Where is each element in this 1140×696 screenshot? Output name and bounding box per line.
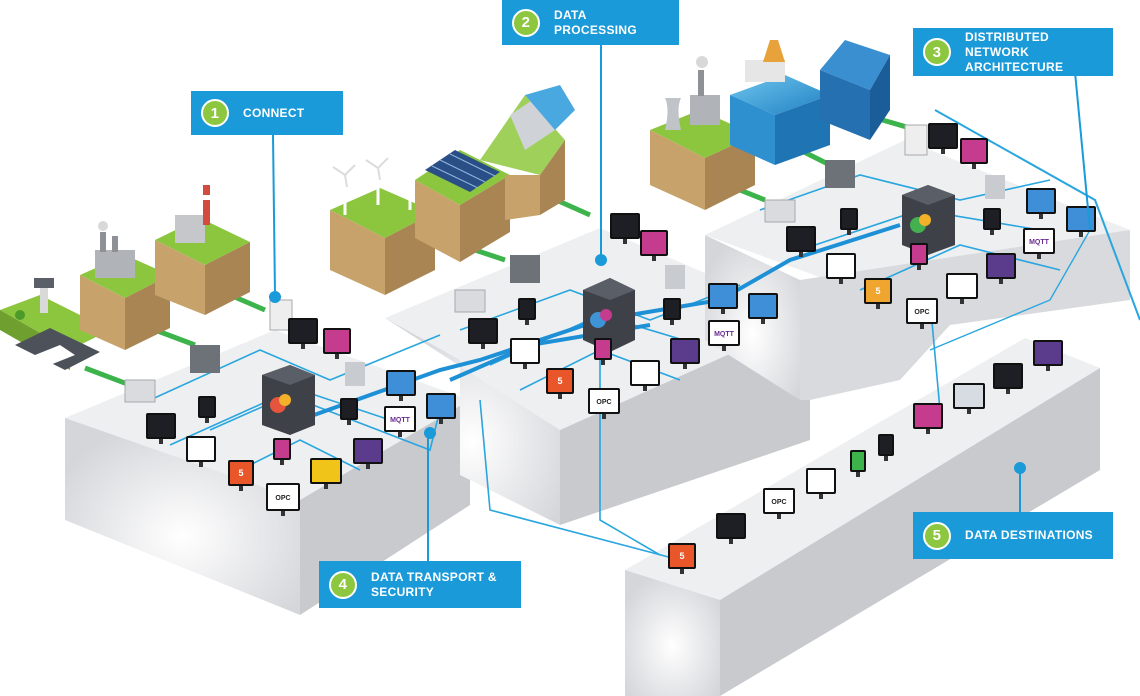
monitor-32: OPC xyxy=(906,298,938,329)
callout-badge: 4 xyxy=(329,570,357,599)
monitor-screen-text: OPC xyxy=(771,499,786,506)
callout-label: CONNECT xyxy=(243,105,305,120)
monitor-13 xyxy=(273,438,291,465)
monitor-16 xyxy=(510,338,540,369)
monitor-screen-text: 5 xyxy=(238,468,243,478)
monitor-28 xyxy=(663,298,681,325)
monitor-25 xyxy=(640,230,668,261)
monitor-48 xyxy=(878,434,894,461)
monitor-14 xyxy=(340,398,358,425)
monitor-47 xyxy=(850,450,866,477)
monitor-44 xyxy=(716,513,746,544)
monitor-screen-text: OPC xyxy=(596,399,611,406)
monitor-22 xyxy=(708,283,738,314)
monitor-6 xyxy=(353,438,383,469)
monitor-1 xyxy=(146,413,176,444)
monitor-3: 5 xyxy=(228,460,254,491)
monitor-26 xyxy=(518,298,536,325)
callout-label: DATA DESTINATIONS xyxy=(965,528,1093,542)
monitor-50 xyxy=(953,383,985,414)
monitor-36 xyxy=(1026,188,1056,219)
callout-badge: 3 xyxy=(923,38,951,66)
monitor-screen-text: OPC xyxy=(275,495,290,502)
callout-connect: 1 CONNECT xyxy=(191,91,343,135)
monitor-5 xyxy=(310,458,342,489)
monitor-33 xyxy=(946,273,978,304)
monitor-18: OPC xyxy=(588,388,620,419)
monitor-screen-text: MQTT xyxy=(390,417,411,424)
monitor-43: 5 xyxy=(668,543,696,574)
monitor-11 xyxy=(323,328,351,359)
monitor-51 xyxy=(993,363,1023,394)
gateway-devices xyxy=(124,124,1005,403)
monitor-27 xyxy=(594,338,612,365)
monitor-screen-text: MQTT xyxy=(1029,239,1050,246)
callout-connectors xyxy=(269,45,1091,566)
monitor-screen-text: 5 xyxy=(875,286,880,296)
callout-badge: 1 xyxy=(201,99,229,127)
server-towers xyxy=(262,185,955,435)
monitor-46 xyxy=(806,468,836,499)
monitor-screen-text: MQTT xyxy=(714,331,735,338)
callout-data-transport-security: 4 DATA TRANSPORT & SECURITY xyxy=(319,561,521,608)
callout-data-processing: 2 DATA PROCESSING xyxy=(502,0,679,45)
callout-label: DISTRIBUTED NETWORK ARCHITECTURE xyxy=(965,29,1064,74)
monitor-7: MQTT xyxy=(384,406,416,437)
monitor-2 xyxy=(186,436,216,467)
monitor-49 xyxy=(913,403,943,434)
monitor-21: MQTT xyxy=(708,320,740,351)
offshore-rig-site xyxy=(730,40,830,165)
monitor-39 xyxy=(960,138,988,169)
power-plant-site xyxy=(650,56,755,210)
monitor-12 xyxy=(198,396,216,423)
monitor-24 xyxy=(610,213,640,244)
callout-distributed-network: 3 DISTRIBUTED NETWORK ARCHITECTURE xyxy=(913,28,1113,76)
callout-badge: 5 xyxy=(923,521,951,550)
monitor-41 xyxy=(910,243,928,270)
hydro-dam-site xyxy=(480,85,575,220)
monitor-52 xyxy=(1033,340,1063,371)
callout-label: DATA PROCESSING xyxy=(554,7,638,37)
monitor-30 xyxy=(826,253,856,284)
monitor-15 xyxy=(468,318,498,349)
monitor-40 xyxy=(840,208,858,235)
monitor-31: 5 xyxy=(864,278,892,309)
subsea-site xyxy=(820,40,890,140)
monitor-23 xyxy=(748,293,778,324)
monitor-35: MQTT xyxy=(1023,228,1055,259)
monitor-screen-text: OPC xyxy=(914,309,929,316)
monitor-29 xyxy=(786,226,816,257)
callout-data-destinations: 5 DATA DESTINATIONS xyxy=(913,512,1113,559)
monitor-34 xyxy=(986,253,1016,284)
monitor-19 xyxy=(630,360,660,391)
monitor-38 xyxy=(928,123,958,154)
monitor-17: 5 xyxy=(546,368,574,399)
refinery-site xyxy=(155,185,250,315)
monitor-4: OPC xyxy=(266,483,300,516)
monitor-9 xyxy=(426,393,456,424)
monitor-screen-text: 5 xyxy=(679,551,684,561)
monitor-screen-text: 5 xyxy=(557,376,562,386)
callout-label: DATA TRANSPORT & SECURITY xyxy=(371,569,497,599)
monitor-20 xyxy=(670,338,700,369)
solar-farm-site xyxy=(415,150,510,262)
callout-badge: 2 xyxy=(512,8,540,37)
monitor-8 xyxy=(386,370,416,401)
monitor-42 xyxy=(983,208,1001,235)
monitor-45: OPC xyxy=(763,488,795,519)
monitor-10 xyxy=(288,318,318,349)
